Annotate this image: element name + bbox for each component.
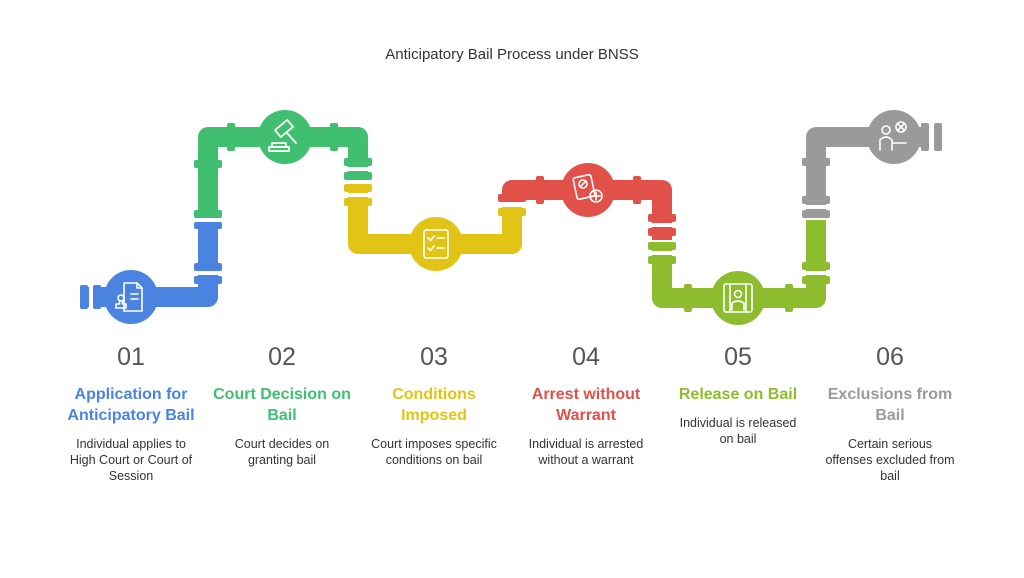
- step-number: 05: [724, 343, 752, 371]
- step-description: Court decides on granting bail: [234, 437, 330, 467]
- step-description: Certain serious offenses excluded from b…: [825, 437, 955, 483]
- diagram-title: Anticipatory Bail Process under BNSS: [385, 46, 639, 63]
- gavel-icon: [258, 110, 312, 164]
- step-label: Application for Anticipatory Bail: [67, 386, 195, 424]
- step-04: 04 Arrest without Warrant Individual is …: [511, 340, 661, 468]
- step-number: 06: [876, 343, 904, 371]
- step-description: Court imposes specific conditions on bai…: [371, 437, 497, 467]
- pipeline-diagram: [80, 110, 942, 325]
- step-01: 01 Application for Anticipatory Bail Ind…: [56, 340, 206, 484]
- step-06: 06 Exclusions from Bail Certain serious …: [815, 340, 965, 484]
- step-03: 03 Conditions Imposed Court imposes spec…: [359, 340, 509, 468]
- step-number: 02: [268, 343, 296, 371]
- step-label: Conditions Imposed: [392, 386, 476, 424]
- document-stamp-icon: [104, 270, 158, 324]
- step-number: 01: [117, 343, 145, 371]
- step-02: 02 Court Decision on Bail Court decides …: [207, 340, 357, 468]
- step-label: Court Decision on Bail: [213, 386, 351, 424]
- step-description: Individual applies to High Court or Cour…: [69, 437, 193, 483]
- step-05: 05 Release on Bail Individual is release…: [663, 340, 813, 447]
- step-description: Individual is arrested without a warrant: [528, 437, 644, 467]
- jail-release-icon: [711, 271, 765, 325]
- no-warrant-icon: [561, 163, 615, 217]
- step-description: Individual is released on bail: [679, 416, 797, 446]
- step-number: 04: [572, 343, 600, 371]
- excluded-person-icon: [867, 110, 921, 164]
- step-number: 03: [420, 343, 448, 371]
- step-label: Exclusions from Bail: [827, 386, 953, 424]
- step-label: Arrest without Warrant: [531, 386, 641, 424]
- checklist-icon: [409, 217, 463, 271]
- step-label: Release on Bail: [678, 386, 798, 403]
